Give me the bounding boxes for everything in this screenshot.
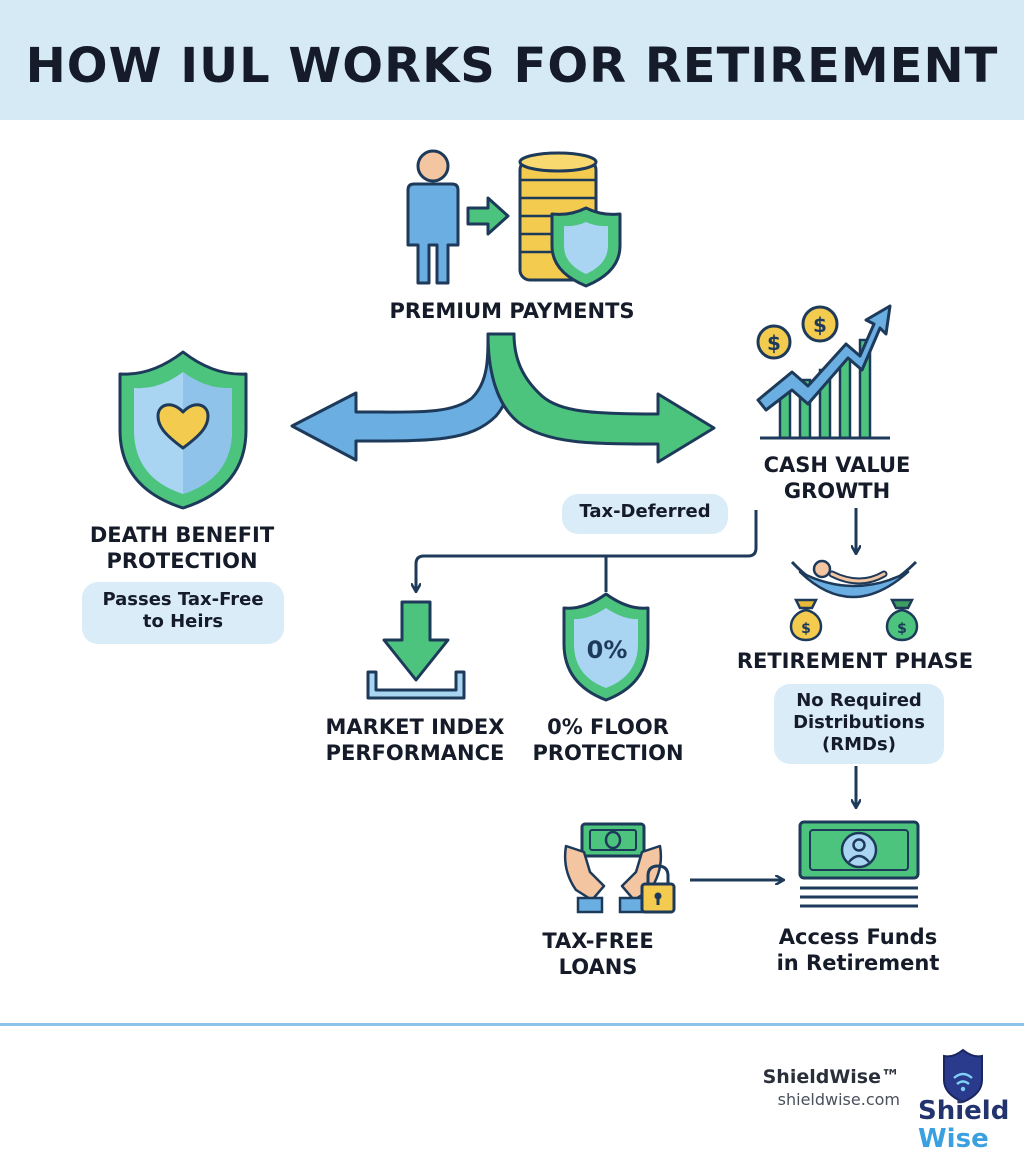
tax-free-loans-label-line-1: TAX-FREE (542, 929, 654, 953)
svg-text:$: $ (897, 621, 907, 637)
zero-percent-shield-icon: 0% (562, 592, 650, 702)
padlock-icon (640, 864, 676, 914)
no-rmd-pill: No Required Distributions (RMDs) (774, 684, 944, 764)
floor-protection-label: 0% FLOOR PROTECTION (508, 714, 708, 766)
market-index-label: MARKET INDEX PERFORMANCE (300, 714, 530, 766)
split-arrow-left (290, 332, 516, 462)
hammock-icon (790, 559, 918, 599)
access-funds-label: Access Funds in Retirement (748, 924, 968, 976)
tax-free-loans-label: TAX-FREE LOANS (528, 928, 668, 980)
page-title: HOW IUL WORKS FOR RETIREMENT (25, 38, 999, 94)
banknote-icon (798, 820, 920, 908)
no-rmd-line-3: (RMDs) (822, 734, 896, 755)
shieldwise-logo-text: Shield Wise (918, 1097, 1024, 1154)
tax-deferred-pill: Tax-Deferred (562, 494, 728, 534)
brand-url: shieldwise.com (777, 1090, 900, 1109)
no-rmd-line-1: No Required (796, 690, 922, 711)
shield-heart-icon (118, 350, 248, 510)
svg-text:$: $ (801, 621, 811, 637)
floor-protection-label-line-1: 0% FLOOR (547, 715, 669, 739)
access-funds-label-line-2: in Retirement (776, 951, 940, 975)
no-rmd-line-2: Distributions (793, 712, 925, 733)
money-bag-icon: $ (789, 598, 823, 642)
premium-payments-label: PREMIUM PAYMENTS (389, 299, 635, 323)
passes-tax-free-pill: Passes Tax-Free to Heirs (82, 582, 284, 644)
death-benefit-label: DEATH BENEFIT PROTECTION (62, 522, 302, 574)
shield-icon (550, 206, 622, 288)
floor-protection-label-line-2: PROTECTION (532, 741, 684, 765)
right-arrow-icon (466, 196, 510, 236)
cash-value-label-line-1: CASH VALUE (763, 453, 911, 477)
svg-text:$: $ (767, 331, 781, 355)
money-bag-icon: $ (885, 598, 919, 642)
market-index-label-line-2: PERFORMANCE (325, 741, 505, 765)
death-benefit-label-line-2: PROTECTION (106, 549, 258, 573)
access-funds-label-line-1: Access Funds (778, 925, 938, 949)
download-arrow-icon (366, 600, 466, 700)
person-icon (406, 149, 460, 285)
header-banner: HOW IUL WORKS FOR RETIREMENT (0, 0, 1024, 120)
split-arrow-right (486, 332, 716, 464)
shieldwise-logo-icon (943, 1048, 983, 1104)
cash-value-label: CASH VALUE GROWTH (722, 452, 952, 504)
death-benefit-label-line-1: DEATH BENEFIT (89, 523, 275, 547)
passes-tax-free-line-1: Passes Tax-Free (102, 589, 264, 610)
svg-text:$: $ (813, 313, 827, 337)
market-index-label-line-1: MARKET INDEX (325, 715, 505, 739)
logo-word-shield: Shield (918, 1097, 1010, 1126)
footer-divider (0, 1023, 1024, 1026)
connector-lines (416, 508, 856, 880)
logo-word-wise: Wise (918, 1124, 989, 1154)
retirement-phase-label: RETIREMENT PHASE (736, 649, 974, 673)
growth-chart-icon: $ $ (756, 304, 892, 440)
cash-value-label-line-2: GROWTH (783, 479, 891, 503)
passes-tax-free-line-2: to Heirs (142, 611, 224, 632)
tax-free-loans-label-line-2: LOANS (558, 955, 638, 979)
floor-badge-text: 0% (587, 636, 628, 664)
brand-name: ShieldWise™ (762, 1066, 900, 1088)
